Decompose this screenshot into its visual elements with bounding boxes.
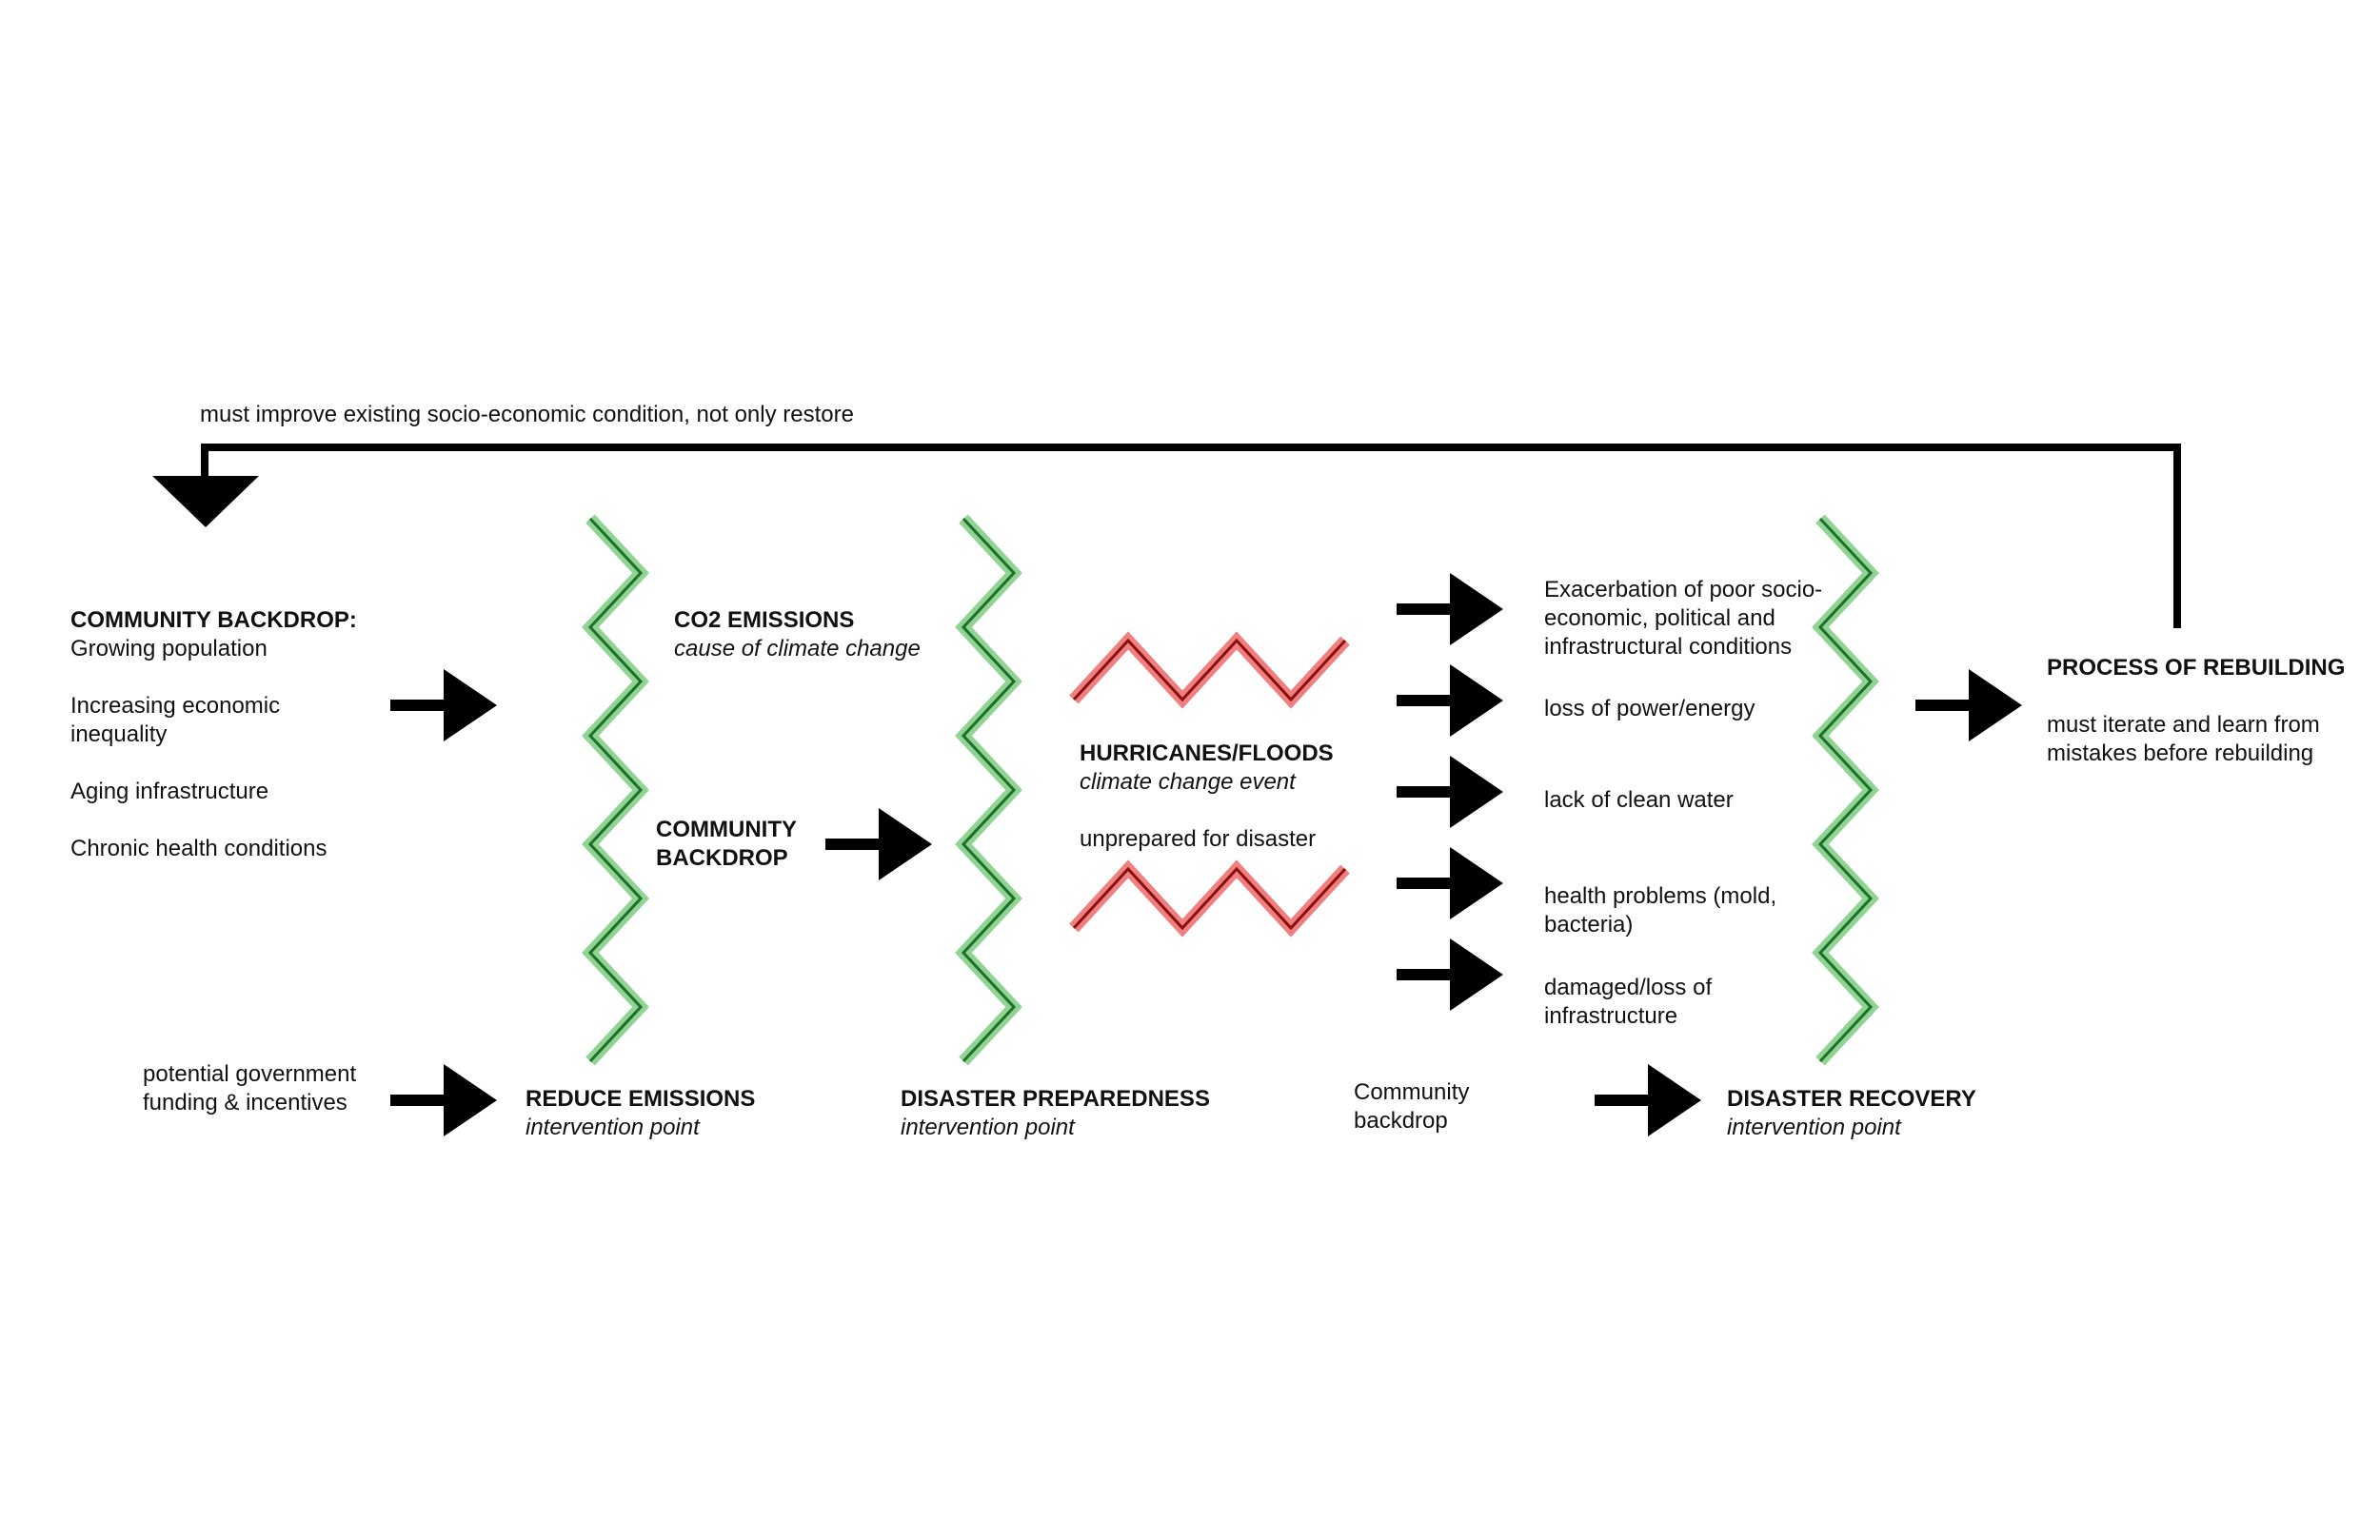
rebuilding-line1: must iterate and learn from (2047, 712, 2320, 738)
community-item: Growing population (70, 636, 268, 661)
impact-water: lack of clean water (1544, 787, 1734, 813)
disaster-preparedness-title: DISASTER PREPAREDNESS (901, 1086, 1210, 1112)
arrow-community-bottom-to-recovery (1595, 1064, 1701, 1136)
rebuilding-title: PROCESS OF REBUILDING (2047, 655, 2346, 681)
impact-health-line1: health problems (mold, (1544, 883, 1777, 909)
community-backdrop-bottom-line2: backdrop (1354, 1108, 1448, 1134)
community-backdrop-title: COMMUNITY BACKDROP: (70, 607, 357, 633)
co2-emissions-title: CO2 EMISSIONS (674, 607, 855, 633)
impact-infrastructure-line1: damaged/loss of (1544, 975, 1713, 1000)
arrow-impact-4 (1397, 847, 1503, 919)
government-funding-line1: potential government (143, 1061, 357, 1087)
arrow-community-mid-to-preparedness (825, 808, 932, 880)
disaster-preparedness-barrier (955, 514, 1022, 1066)
arrow-impact-3 (1397, 756, 1503, 828)
arrow-government-to-reduce (390, 1064, 497, 1136)
arrow-impact-2 (1397, 664, 1503, 737)
reduce-emissions-barrier (582, 514, 649, 1066)
feedback-loop-arrowhead (152, 476, 259, 527)
community-backdrop-bottom-line1: Community (1354, 1079, 1470, 1105)
impact-socioeconomic-line3: infrastructural conditions (1544, 634, 1793, 660)
arrow-community-to-co2 (390, 669, 497, 741)
community-backdrop-mid-line2: BACKDROP (656, 845, 788, 871)
feedback-loop-label: must improve existing socio-economic con… (200, 402, 854, 427)
feedback-loop-line (201, 444, 2181, 628)
hurricane-wave-top (1069, 631, 1350, 709)
co2-emissions-subtitle: cause of climate change (674, 636, 921, 661)
arrow-impact-1 (1397, 573, 1503, 645)
reduce-emissions-title: REDUCE EMISSIONS (526, 1086, 756, 1112)
community-item: Aging infrastructure (70, 779, 269, 804)
disaster-recovery-title: DISASTER RECOVERY (1727, 1086, 1976, 1112)
community-item: Increasing economic (70, 693, 281, 719)
impact-power: loss of power/energy (1544, 696, 1755, 721)
government-funding-line2: funding & incentives (143, 1090, 347, 1116)
impact-socioeconomic-line2: economic, political and (1544, 605, 1775, 631)
arrow-impact-5 (1397, 938, 1503, 1011)
impact-infrastructure-line2: infrastructure (1544, 1003, 1678, 1029)
reduce-emissions-subtitle: intervention point (526, 1115, 700, 1140)
hurricane-wave-bottom (1069, 859, 1350, 938)
community-item: inequality (70, 721, 168, 747)
disaster-recovery-subtitle: intervention point (1727, 1115, 1901, 1140)
community-item: Chronic health conditions (70, 836, 327, 861)
unprepared-note: unprepared for disaster (1080, 826, 1317, 852)
hurricanes-floods-title: HURRICANES/FLOODS (1080, 740, 1334, 766)
impact-socioeconomic-line1: Exacerbation of poor socio- (1544, 577, 1823, 602)
impact-health-line2: bacteria) (1544, 912, 1634, 938)
community-backdrop-mid-line1: COMMUNITY (656, 817, 797, 842)
disaster-recovery-barrier (1812, 514, 1879, 1066)
rebuilding-line2: mistakes before rebuilding (2047, 740, 2314, 766)
arrow-recovery-to-rebuilding (1915, 669, 2022, 741)
hurricanes-floods-subtitle: climate change event (1080, 769, 1296, 795)
disaster-preparedness-subtitle: intervention point (901, 1115, 1075, 1140)
